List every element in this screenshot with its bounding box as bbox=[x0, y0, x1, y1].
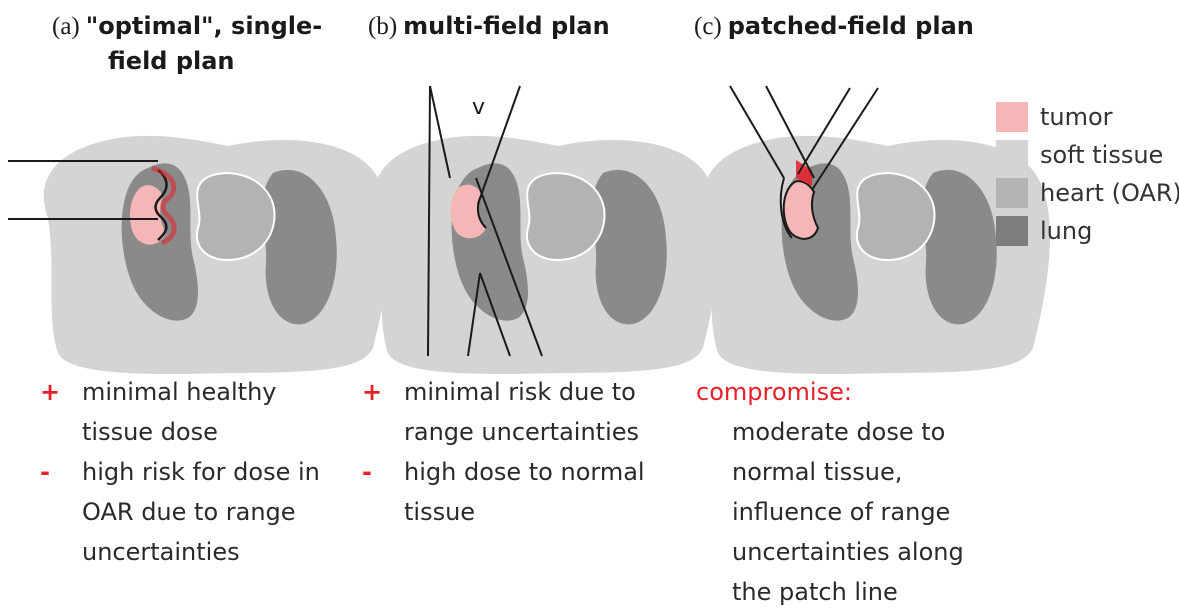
legend-label-soft-tissue: soft tissue bbox=[1040, 138, 1163, 172]
legend-swatch-tumor bbox=[996, 102, 1028, 132]
beam-angle-mark: v bbox=[472, 95, 485, 120]
legend-swatch-heart bbox=[996, 178, 1028, 208]
legend-swatch-soft-tissue bbox=[996, 140, 1028, 170]
note-line: OAR due to range bbox=[82, 492, 320, 532]
panel-a-pro: + minimal healthy tissue dose bbox=[36, 372, 320, 452]
note-line: range uncertainties bbox=[404, 412, 645, 452]
panel-c-title: (c)patched-field plan bbox=[694, 8, 974, 44]
panel-b-heading: multi-field plan bbox=[403, 12, 610, 40]
panel-a-heading: "optimal", single- bbox=[86, 12, 323, 40]
panel-c-heading: patched-field plan bbox=[728, 12, 974, 40]
legend-swatch-lung bbox=[996, 216, 1028, 246]
note-line: high risk for dose in bbox=[82, 452, 320, 492]
note-line: influence of range bbox=[732, 492, 964, 532]
panel-a-label: (a) bbox=[52, 13, 80, 40]
panel-b-con: - high dose to normal tissue bbox=[358, 452, 645, 532]
panel-a-notes: + minimal healthy tissue dose - high ris… bbox=[36, 372, 320, 572]
panel-c-label: (c) bbox=[694, 13, 722, 40]
note-line: normal tissue, bbox=[732, 452, 964, 492]
plus-sign: + bbox=[362, 372, 382, 412]
plus-sign: + bbox=[40, 372, 60, 412]
note-line: tissue bbox=[404, 492, 645, 532]
note-line: minimal risk due to bbox=[404, 372, 645, 412]
legend-label-lung: lung bbox=[1040, 214, 1092, 248]
panel-a-heading-line2: field plan bbox=[108, 44, 322, 78]
minus-sign: - bbox=[362, 452, 372, 492]
note-line: high dose to normal bbox=[404, 452, 645, 492]
panel-c-notes: compromise: moderate dose to normal tiss… bbox=[696, 372, 964, 612]
note-line: tissue dose bbox=[82, 412, 320, 452]
panel-b-pro: + minimal risk due to range uncertaintie… bbox=[358, 372, 645, 452]
panel-b-notes: + minimal risk due to range uncertaintie… bbox=[358, 372, 645, 532]
panel-b-title: (b)multi-field plan bbox=[368, 8, 610, 44]
note-line: moderate dose to bbox=[732, 412, 964, 452]
compromise-body: moderate dose to normal tissue, influenc… bbox=[696, 412, 964, 612]
panel-b-label: (b) bbox=[368, 13, 397, 40]
legend-label-tumor: tumor bbox=[1040, 100, 1113, 134]
note-line: the patch line bbox=[732, 572, 964, 612]
note-line: uncertainties bbox=[82, 532, 320, 572]
note-line: uncertainties along bbox=[732, 532, 964, 572]
panel-a-anatomy bbox=[8, 136, 390, 374]
panel-a-title: (a)"optimal", single- field plan bbox=[52, 8, 322, 78]
note-line: minimal healthy bbox=[82, 372, 320, 412]
minus-sign: - bbox=[40, 452, 50, 492]
panel-a-con: - high risk for dose in OAR due to range… bbox=[36, 452, 320, 572]
legend-label-heart: heart (OAR) bbox=[1040, 176, 1179, 210]
panel-b-anatomy: v bbox=[374, 86, 720, 374]
compromise-heading: compromise: bbox=[696, 372, 964, 412]
